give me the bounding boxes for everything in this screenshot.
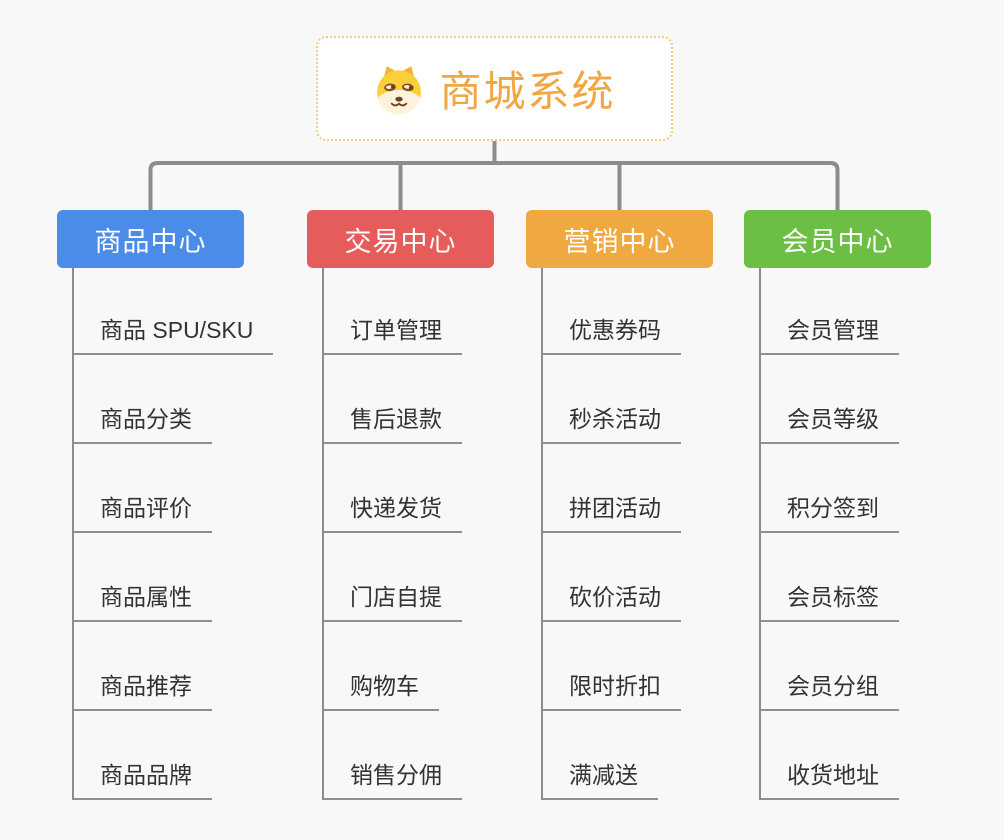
leaf-row: 会员等级 (761, 355, 899, 444)
branch-node-marketing-center[interactable]: 营销中心 (526, 210, 713, 268)
leaf-node[interactable]: 会员分组 (761, 673, 899, 711)
leaf-row: 商品品牌 (74, 711, 273, 800)
branch-node-label: 商品中心 (94, 226, 207, 257)
branch-column-product: 商品 SPU/SKU 商品分类 商品评价 商品属性 商品推荐 商品品牌 (72, 266, 274, 800)
leaf-row: 门店自提 (324, 533, 462, 622)
leaf-node[interactable]: 购物车 (324, 673, 439, 711)
leaf-node[interactable]: 订单管理 (324, 317, 462, 355)
leaf-row: 优惠券码 (543, 266, 681, 355)
leaf-row: 拼团活动 (543, 444, 681, 533)
branch-column-member: 会员管理 会员等级 积分签到 会员标签 会员分组 收货地址 (759, 266, 899, 800)
leaf-node[interactable]: 会员等级 (761, 406, 899, 444)
leaf-node[interactable]: 门店自提 (324, 584, 462, 622)
branch-column-marketing: 优惠券码 秒杀活动 拼团活动 砍价活动 限时折扣 满减送 (541, 266, 681, 800)
doge-icon (377, 65, 422, 114)
leaf-node[interactable]: 会员标签 (761, 584, 899, 622)
leaf-row: 商品评价 (74, 444, 273, 533)
leaf-node[interactable]: 会员管理 (761, 317, 899, 355)
root-node-label: 商城系统 (439, 68, 616, 115)
branch-node-label: 交易中心 (344, 226, 457, 257)
leaf-row: 售后退款 (324, 355, 462, 444)
branch-node-member-center[interactable]: 会员中心 (744, 210, 931, 268)
leaf-row: 收货地址 (761, 711, 899, 800)
branch-node-label: 会员中心 (781, 226, 894, 257)
leaf-node[interactable]: 快递发货 (324, 495, 462, 533)
leaf-row: 会员标签 (761, 533, 899, 622)
leaf-node[interactable]: 销售分佣 (324, 762, 462, 800)
leaf-node[interactable]: 限时折扣 (543, 673, 681, 711)
leaf-row: 砍价活动 (543, 533, 681, 622)
leaf-row: 限时折扣 (543, 622, 681, 711)
leaf-row: 订单管理 (324, 266, 462, 355)
leaf-row: 商品 SPU/SKU (74, 266, 274, 355)
branch-node-product-center[interactable]: 商品中心 (57, 210, 244, 268)
branch-node-trade-center[interactable]: 交易中心 (307, 210, 494, 268)
leaf-node[interactable]: 商品评价 (74, 495, 212, 533)
leaf-node[interactable]: 优惠券码 (543, 317, 681, 355)
branch-node-label: 营销中心 (563, 226, 676, 257)
leaf-node[interactable]: 拼团活动 (543, 495, 681, 533)
leaf-row: 商品推荐 (74, 622, 273, 711)
leaf-node[interactable]: 商品品牌 (74, 762, 212, 800)
leaf-node[interactable]: 商品分类 (74, 406, 212, 444)
leaf-node[interactable]: 售后退款 (324, 406, 462, 444)
leaf-row: 商品属性 (74, 533, 273, 622)
leaf-row: 秒杀活动 (543, 355, 681, 444)
leaf-row: 积分签到 (761, 444, 899, 533)
leaf-node[interactable]: 秒杀活动 (543, 406, 681, 444)
leaf-row: 销售分佣 (324, 711, 462, 800)
leaf-row: 满减送 (543, 711, 681, 800)
branch-column-trade: 订单管理 售后退款 快递发货 门店自提 购物车 销售分佣 (322, 266, 462, 800)
leaf-row: 商品分类 (74, 355, 273, 444)
leaf-node[interactable]: 商品推荐 (74, 673, 212, 711)
leaf-row: 购物车 (324, 622, 462, 711)
leaf-node[interactable]: 满减送 (543, 762, 658, 800)
leaf-row: 快递发货 (324, 444, 462, 533)
root-node-mall-system[interactable]: 商城系统 (316, 36, 673, 141)
leaf-node[interactable]: 收货地址 (761, 762, 899, 800)
leaf-row: 会员分组 (761, 622, 899, 711)
leaf-node[interactable]: 商品属性 (74, 584, 212, 622)
leaf-node[interactable]: 砍价活动 (543, 584, 681, 622)
leaf-node[interactable]: 商品 SPU/SKU (74, 317, 274, 355)
leaf-node[interactable]: 积分签到 (761, 495, 899, 533)
leaf-row: 会员管理 (761, 266, 899, 355)
